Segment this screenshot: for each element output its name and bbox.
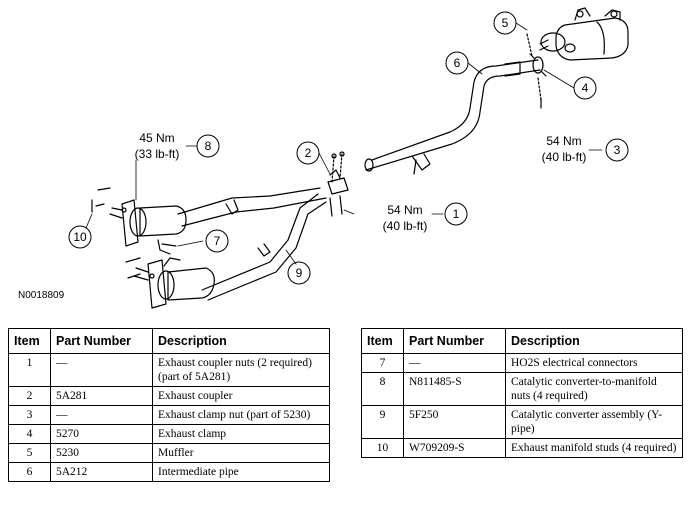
item-cell: 2 xyxy=(8,386,51,406)
torque-8-lbft: (33 lb-ft) xyxy=(135,147,180,161)
callout-3: 3 xyxy=(614,143,621,157)
table-row: 3—Exhaust clamp nut (part of 5230) xyxy=(8,405,330,425)
exhaust-coupler-drawing xyxy=(327,151,349,217)
intermediate-pipe-drawing xyxy=(364,59,541,175)
description-cell: Exhaust clamp xyxy=(152,424,330,444)
callout-2: 2 xyxy=(305,146,312,160)
part-number-cell: — xyxy=(403,353,506,373)
description-cell: Exhaust coupler xyxy=(152,386,330,406)
description-cell: Catalytic converter-to-manifold nuts (4 … xyxy=(505,372,683,406)
header-description: Description xyxy=(505,328,683,354)
description-cell: Muffler xyxy=(152,443,330,463)
item-cell: 9 xyxy=(361,405,404,439)
description-cell: Exhaust coupler nuts (2 required) (part … xyxy=(152,353,330,387)
y-pipe-drawing xyxy=(109,187,327,309)
header-part-number: Part Number xyxy=(50,328,153,354)
callout-4: 4 xyxy=(582,81,589,95)
manifold-studs-drawing xyxy=(91,187,141,279)
leader-lines xyxy=(85,22,603,265)
callout-6: 6 xyxy=(454,56,461,70)
description-cell: HO2S electrical connectors xyxy=(505,353,683,373)
table-row: 1—Exhaust coupler nuts (2 required) (par… xyxy=(8,353,330,387)
torque-1-nm: 54 Nm xyxy=(387,203,422,217)
exhaust-system-diagram: 5 6 4 3 2 1 7 8 9 10 45 Nm (33 lb-ft) 54… xyxy=(68,7,629,309)
part-number-cell: 5A212 xyxy=(50,462,153,482)
callout-circles xyxy=(68,11,629,285)
part-number-cell: W709209-S xyxy=(403,438,506,458)
item-cell: 7 xyxy=(361,353,404,373)
header-description: Description xyxy=(152,328,330,354)
callout-8: 8 xyxy=(205,139,212,153)
header-item: Item xyxy=(8,328,51,354)
callout-1: 1 xyxy=(453,207,460,221)
table-header-row: Item Part Number Description xyxy=(8,328,330,354)
muffler-drawing xyxy=(539,7,629,61)
figure-id: N0018809 xyxy=(18,290,65,301)
part-number-cell: N811485-S xyxy=(403,372,506,406)
callout-5: 5 xyxy=(502,16,509,30)
item-cell: 1 xyxy=(8,353,51,387)
part-number-cell: 5270 xyxy=(50,424,153,444)
description-cell: Exhaust manifold studs (4 required) xyxy=(505,438,683,458)
parts-table-left: Item Part Number Description 1—Exhaust c… xyxy=(8,328,330,482)
item-cell: 6 xyxy=(8,462,51,482)
callout-10: 10 xyxy=(73,230,87,244)
torque-3-nm: 54 Nm xyxy=(546,134,581,148)
item-cell: 10 xyxy=(361,438,404,458)
torque-3-lbft: (40 lb-ft) xyxy=(542,150,587,164)
table-header-row: Item Part Number Description xyxy=(361,328,683,354)
item-cell: 4 xyxy=(8,424,51,444)
header-item: Item xyxy=(361,328,404,354)
part-number-cell: 5F250 xyxy=(403,405,506,439)
part-number-cell: 5A281 xyxy=(50,386,153,406)
header-part-number: Part Number xyxy=(403,328,506,354)
torque-8-nm: 45 Nm xyxy=(139,131,174,145)
item-cell: 5 xyxy=(8,443,51,463)
callout-7: 7 xyxy=(214,234,221,248)
part-number-cell: — xyxy=(50,353,153,387)
part-number-cell: — xyxy=(50,405,153,425)
item-cell: 3 xyxy=(8,405,51,425)
parts-table-right: Item Part Number Description 7—HO2S elec… xyxy=(361,328,683,458)
torque-1-lbft: (40 lb-ft) xyxy=(383,219,428,233)
exhaust-clamp-drawing xyxy=(529,53,547,77)
callout-9: 9 xyxy=(296,266,303,280)
item-cell: 8 xyxy=(361,372,404,406)
table-row: 7—HO2S electrical connectors xyxy=(361,353,683,373)
description-cell: Intermediate pipe xyxy=(152,462,330,482)
description-cell: Catalytic converter assembly (Y-pipe) xyxy=(505,405,683,439)
description-cell: Exhaust clamp nut (part of 5230) xyxy=(152,405,330,425)
part-number-cell: 5230 xyxy=(50,443,153,463)
